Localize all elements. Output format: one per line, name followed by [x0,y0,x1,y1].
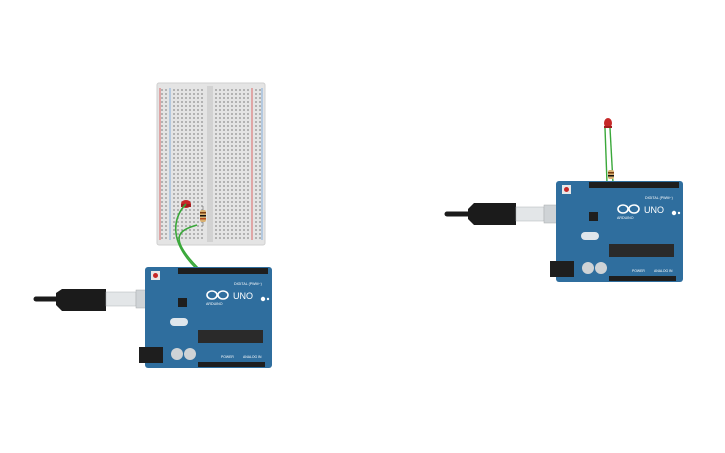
breadboard[interactable] [156,82,266,246]
usb-cable-right[interactable] [444,203,570,225]
jumper-wires[interactable] [174,203,203,273]
power-analog-header[interactable] [609,276,676,281]
power-analog-header[interactable] [198,362,265,367]
power-jack[interactable] [139,347,163,363]
brand-label: ARDUINO [206,302,223,306]
led-red-right[interactable] [604,118,614,184]
resistor[interactable] [200,206,206,226]
digital-label: DIGITAL (PWM~) [645,196,673,200]
digital-header[interactable] [589,182,679,188]
usb-cable[interactable] [33,289,163,311]
power-jack[interactable] [550,261,574,277]
infinity-logo-icon [617,204,640,214]
digital-label: DIGITAL (PWM~) [234,282,262,286]
arduino-uno-board-right[interactable]: UNO ARDUINO DIGITAL (PWM~) POWER ANALOG … [550,181,683,282]
infinity-logo-icon [206,290,229,300]
arduino-uno-board[interactable]: UNO ARDUINO DIGITAL (PWM~) POWER ANALOG … [139,267,272,368]
breadboard-holes [161,89,261,239]
board-model-label: UNO [233,291,253,301]
left-circuit: UNO ARDUINO DIGITAL (PWM~) POWER ANALOG … [33,82,272,368]
digital-header[interactable] [178,268,268,274]
analog-label: ANALOG IN [654,269,673,273]
brand-label: ARDUINO [617,216,634,220]
analog-label: ANALOG IN [243,355,262,359]
microcontroller-chip [198,330,263,343]
right-circuit: UNO ARDUINO DIGITAL (PWM~) POWER ANALOG … [444,118,683,282]
microcontroller-chip [609,244,674,257]
power-label: POWER [221,355,234,359]
power-label: POWER [632,269,645,273]
board-model-label: UNO [644,205,664,215]
